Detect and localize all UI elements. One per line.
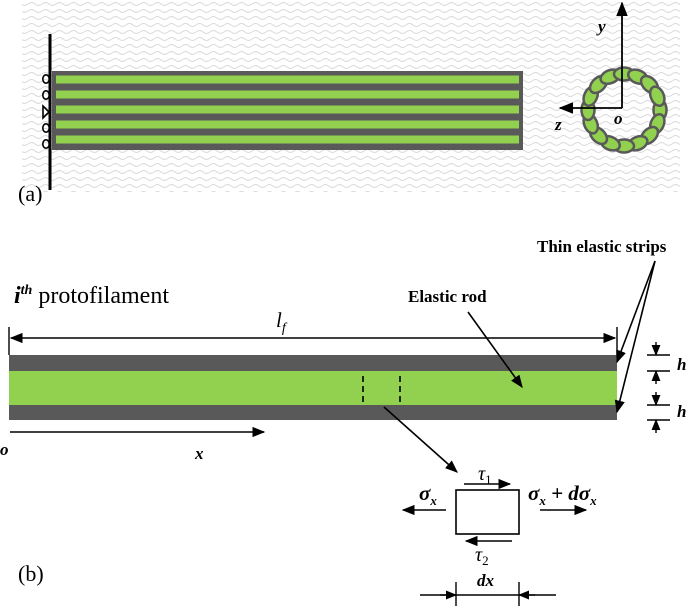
h-dimension (647, 342, 670, 433)
rod-bundle (52, 71, 523, 150)
panel-b: ith protofilament lf Elastic rod Thin el… (0, 237, 686, 606)
wall-supports (41, 74, 51, 150)
protofilament-sup: th (21, 283, 33, 298)
rod-2 (56, 90, 519, 99)
sigma-right-label: σx + dσx (528, 481, 597, 508)
thin-strips-label: Thin elastic strips (537, 237, 667, 256)
elastic-rod-pointer (467, 311, 523, 389)
panel-a: y z o (a) (18, 0, 680, 206)
y-axis-label: y (596, 17, 606, 36)
x-axis-label: x (194, 444, 204, 463)
rod-5 (56, 135, 519, 144)
dx-label: dx (477, 571, 495, 590)
protofilament-title: ith protofilament (14, 283, 169, 309)
top-thin-strip (9, 355, 617, 371)
cross-section-ring (580, 66, 668, 154)
ring-protofilament (648, 85, 666, 108)
thin-strip-pointer-top (616, 260, 656, 364)
h-label-bottom: h (677, 402, 686, 421)
rod-1 (56, 75, 519, 84)
thin-strip-pointer-bottom (614, 260, 656, 414)
tau2-label: τ2 (475, 544, 489, 568)
rod-3 (56, 105, 519, 114)
z-axis-label: z (554, 115, 562, 134)
elastic-rod (9, 371, 617, 405)
elastic-rod-label: Elastic rod (408, 287, 487, 306)
panel-b-label: (b) (18, 561, 44, 586)
sigma-left-label: σx (419, 481, 437, 508)
origin-label-b: o (0, 440, 9, 459)
rod-4 (56, 120, 519, 129)
protofilament-i: i (14, 283, 21, 309)
element-zoom-pointer (383, 406, 458, 473)
protofilament-word: protofilament (32, 283, 169, 309)
origin-label-a: o (614, 109, 623, 128)
bottom-thin-strip (9, 405, 617, 420)
length-label: lf (276, 308, 288, 336)
panel-a-label: (a) (18, 181, 42, 206)
free-body-element (455, 489, 520, 535)
h-label-top: h (677, 355, 686, 374)
tau1-label: τ1 (478, 463, 492, 487)
